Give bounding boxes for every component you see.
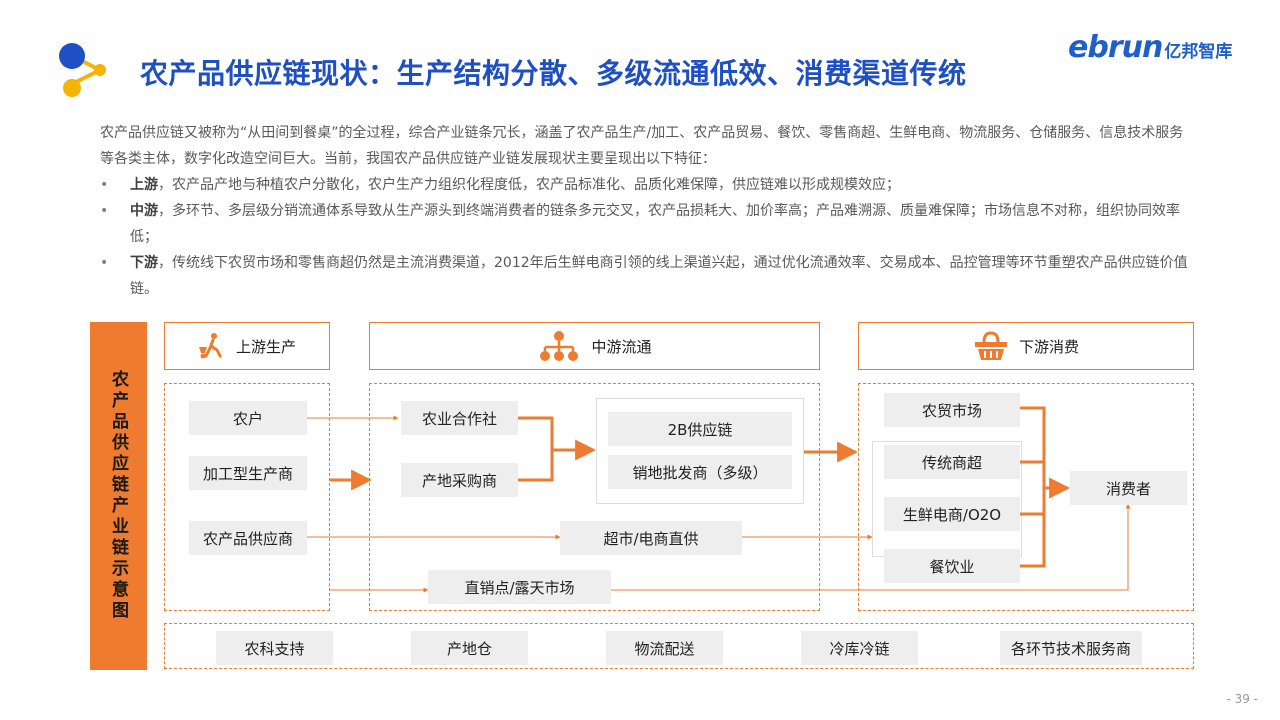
node-origin-buyer: 产地采购商 (401, 463, 518, 497)
node-fresh-ecommerce: 生鲜电商/O2O (884, 497, 1020, 531)
header-midstream-label: 中游流通 (591, 337, 652, 356)
feature-keyword: 下游 (130, 255, 158, 271)
arrow-direct-consumer (611, 503, 1131, 591)
header-upstream: 上游生产 (164, 322, 330, 370)
page-number: - 39 - (1226, 692, 1258, 706)
network-logo-icon (59, 43, 106, 97)
support-tech-providers: 各环节技术服务商 (1000, 631, 1142, 665)
node-catering: 餐饮业 (884, 549, 1020, 583)
arrow-coop-buyer-merge (518, 416, 594, 482)
diagram-side-label: 农产品供应链产业链示意图 (90, 322, 147, 670)
node-agri-supplier: 农产品供应商 (189, 521, 307, 555)
node-traditional-supermarket: 传统商超 (884, 445, 1020, 479)
feature-upstream: 上游，农产品产地与种植农户分散化，农户生产力组织化程度低，农产品标准化、品质化难… (100, 172, 1200, 198)
support-logistics: 物流配送 (606, 631, 723, 665)
downstream-zone (858, 383, 1194, 611)
feature-text: ，农产品产地与种植农户分散化，农户生产力组织化程度低，农产品标准化、品质化难保障… (158, 177, 900, 193)
upstream-zone (164, 383, 330, 611)
node-direct-market: 直销点/露天市场 (428, 570, 611, 604)
page-title: 农产品供应链现状：生产结构分散、多级流通低效、消费渠道传统 (140, 57, 967, 90)
feature-text: ，多环节、多层级分销流通体系导致从生产源头到终端消费者的链条多元交叉，农产品损耗… (130, 203, 1180, 245)
feature-text: ，传统线下农贸市场和零售商超仍然是主流消费渠道，2012年后生鲜电商引领的线上渠… (130, 255, 1188, 297)
node-farmers-market: 农贸市场 (884, 393, 1020, 427)
support-cold-chain: 冷库冷链 (801, 631, 918, 665)
feature-keyword: 上游 (130, 177, 158, 193)
header-downstream-label: 下游消费 (1018, 337, 1079, 356)
midstream-zone (369, 383, 820, 611)
header-upstream-label: 上游生产 (235, 337, 296, 356)
org-chart-icon (540, 331, 579, 361)
arrow-retail-consumer (1020, 406, 1068, 568)
feature-keyword: 中游 (130, 203, 158, 219)
feature-list: 上游，农产品产地与种植农户分散化，农户生产力组织化程度低，农产品标准化、品质化难… (100, 172, 1200, 302)
intro-paragraph: 农产品供应链又被称为“从田间到餐桌”的全过程，综合产业链条冗长，涵盖了农产品生产… (100, 125, 1184, 167)
node-processor: 加工型生产商 (189, 456, 307, 490)
node-2b-supply-chain: 2B供应链 (608, 412, 792, 446)
brand-logo-cn: 亿邦智库 (1164, 42, 1233, 62)
header-midstream: 中游流通 (369, 322, 820, 370)
node-consumer: 消费者 (1070, 471, 1187, 505)
support-zone (164, 623, 1194, 669)
support-origin-warehouse: 产地仓 (411, 631, 528, 665)
brand-logo-en: ebrun (1068, 30, 1163, 65)
feature-downstream: 下游，传统线下农贸市场和零售商超仍然是主流消费渠道，2012年后生鲜电商引领的线… (100, 250, 1200, 302)
node-coop: 农业合作社 (401, 401, 518, 435)
node-wholesaler: 销地批发商（多级） (608, 455, 792, 489)
feature-midstream: 中游，多环节、多层级分销流通体系导致从生产源头到终端消费者的链条多元交叉，农产品… (100, 198, 1200, 250)
support-agri-tech: 农科支持 (216, 631, 333, 665)
node-supermarket-direct: 超市/电商直供 (560, 521, 742, 555)
shopping-basket-icon (974, 331, 1007, 360)
node-farmer: 农户 (189, 401, 307, 435)
header-downstream: 下游消费 (858, 322, 1194, 370)
farmer-wheelbarrow-icon (198, 333, 222, 359)
